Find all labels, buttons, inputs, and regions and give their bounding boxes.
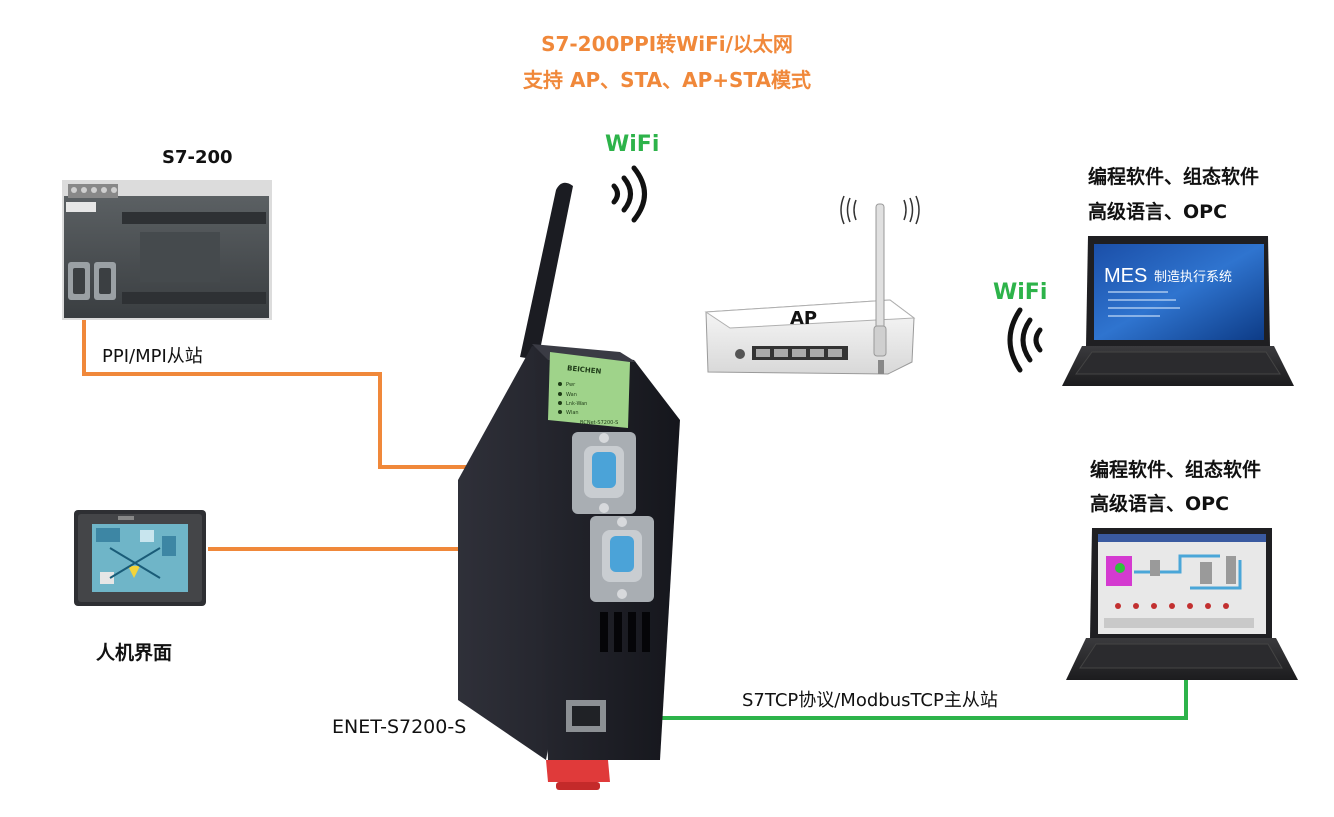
- ethernet-cable: [588, 680, 1188, 720]
- pc-top-software-line1: 编程软件、组态软件: [1088, 166, 1260, 188]
- ethernet-protocol-label: S7TCP协议/ModbusTCP主从站: [742, 690, 998, 711]
- mes-screen-title: MES: [1104, 265, 1147, 287]
- ap-signal-icon: [840, 195, 920, 225]
- led-label-2: Wan: [566, 392, 577, 398]
- pc-bottom-software-line1: 编程软件、组态软件: [1090, 459, 1262, 481]
- led-label-1: Pwr: [566, 382, 576, 388]
- gateway-device: BEICHEN Pwr Wan Lnk-Wan Wlan BCNet-S7200…: [458, 182, 680, 790]
- pc-top-software-line2: 高级语言、OPC: [1088, 201, 1228, 223]
- ppi-cable: [82, 300, 594, 469]
- hmi-panel: [74, 510, 206, 606]
- hmi-label: 人机界面: [96, 642, 173, 664]
- ppi-link-label: PPI/MPI从站: [102, 346, 203, 367]
- s7-200-plc: [62, 180, 272, 320]
- led-label-3: Lnk-Wan: [566, 401, 587, 407]
- diagram-subtitle: 支持 AP、STA、AP+STA模式: [523, 68, 811, 92]
- rj45-port: [566, 700, 606, 732]
- db9-port-1: [572, 432, 636, 514]
- plc-label: S7-200: [162, 147, 233, 168]
- led-label-4: Wlan: [566, 410, 579, 416]
- pc-bottom-software-line2: 高级语言、OPC: [1090, 493, 1230, 515]
- gateway-brand: BEICHEN: [567, 364, 602, 376]
- ap-label: AP: [790, 308, 818, 329]
- gateway-model-tag: BCNet-S7200-S: [580, 420, 618, 426]
- diagram-title: S7-200PPI转WiFi/以太网: [541, 32, 793, 56]
- db9-port-2: [590, 516, 654, 602]
- laptop-mes: MES 制造执行系统: [1062, 236, 1294, 386]
- wifi-signal-icon: [611, 165, 647, 223]
- mes-screen-subtitle: 制造执行系统: [1154, 270, 1232, 285]
- wifi-label-gateway: WiFi: [605, 132, 660, 157]
- laptop-wifi-signal-icon: [1007, 307, 1043, 373]
- wifi-label-laptop: WiFi: [993, 280, 1048, 305]
- laptop-scada: [1066, 528, 1298, 680]
- ap-router: [704, 203, 916, 375]
- gateway-label: ENET-S7200-S: [332, 716, 467, 738]
